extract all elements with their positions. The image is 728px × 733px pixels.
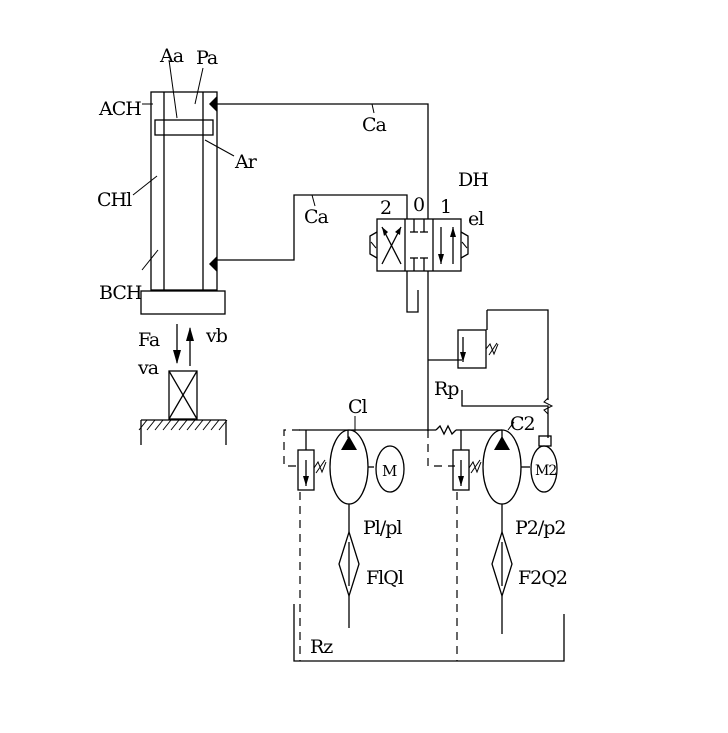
valve-body xyxy=(376,218,462,272)
pipe-relief-pilot xyxy=(487,309,549,400)
label-m2: M2 xyxy=(535,463,556,479)
label-c2: C2 xyxy=(510,413,535,435)
arrow-down-head xyxy=(173,350,181,364)
pump-2-arrow xyxy=(494,436,510,450)
label-c1: Cl xyxy=(348,396,368,418)
port-b-arrow xyxy=(209,256,217,272)
pipe-port-a xyxy=(217,103,429,195)
pump-1 xyxy=(329,429,405,628)
relief-spring xyxy=(485,343,499,356)
arrow-up-head xyxy=(186,327,194,341)
cylinder-piston xyxy=(154,119,214,136)
pump-2 xyxy=(482,429,558,634)
label-ar: Ar xyxy=(234,151,258,173)
pilot-restrictor xyxy=(543,397,554,415)
label-p1: Pl/pl xyxy=(363,517,402,539)
pump-1-arrow xyxy=(341,436,357,450)
label-ach: ACH xyxy=(98,98,141,120)
pump-relief-right xyxy=(452,430,482,491)
label-rp: Rp xyxy=(434,378,459,400)
label-el: el xyxy=(468,208,484,230)
label-f2: F2Q2 xyxy=(518,567,567,589)
check-spring xyxy=(435,424,457,436)
label-fa: Fa xyxy=(138,329,160,351)
relief-valve-body xyxy=(457,329,487,369)
label-bch: BCH xyxy=(99,282,142,304)
labels: Aa Pa ACH Ca Ar DH CHl Ca 2 0 1 el BCH F… xyxy=(97,45,568,658)
label-pos-2: 2 xyxy=(380,197,391,219)
load-box xyxy=(168,370,198,420)
load-block xyxy=(138,324,228,445)
port-a-arrow xyxy=(209,96,217,112)
valve-tank-symbol xyxy=(406,271,419,313)
leader-lines xyxy=(132,59,515,432)
label-va: va xyxy=(137,357,159,379)
pressure-relief-valve xyxy=(457,329,499,369)
tank xyxy=(293,492,565,662)
pump-relief-left xyxy=(297,430,327,491)
pump-manifold xyxy=(283,424,503,467)
ground-hatching xyxy=(138,419,228,431)
tank-outline xyxy=(293,604,565,662)
valve-actuator-right xyxy=(460,231,469,259)
directional-valve xyxy=(369,218,469,272)
pilot-drain-left xyxy=(283,429,300,467)
motor-1 xyxy=(375,445,405,493)
pipe-lines xyxy=(217,103,549,438)
pipe-port-b xyxy=(217,194,408,261)
label-pa: Pa xyxy=(196,47,218,69)
label-m1: M xyxy=(382,462,397,480)
label-dh: DH xyxy=(458,169,488,191)
cylinder-base-plate xyxy=(140,290,226,315)
label-chl: CHl xyxy=(97,189,132,211)
label-f1: FlQl xyxy=(366,567,404,589)
label-vb: vb xyxy=(205,325,228,347)
label-pos-0: 0 xyxy=(413,194,424,216)
label-ca-top: Ca xyxy=(362,114,387,136)
label-p2: P2/p2 xyxy=(515,517,566,539)
label-ca-mid: Ca xyxy=(304,206,329,228)
pipe-relief-return xyxy=(461,390,549,438)
valve-actuator-left xyxy=(369,231,378,259)
label-aa: Aa xyxy=(159,45,184,67)
label-pos-1: 1 xyxy=(440,196,451,218)
hydraulic-cylinder xyxy=(140,91,226,315)
pilot-drain-right xyxy=(427,430,455,467)
label-rz: Rz xyxy=(310,636,333,658)
cylinder-body xyxy=(150,91,218,291)
